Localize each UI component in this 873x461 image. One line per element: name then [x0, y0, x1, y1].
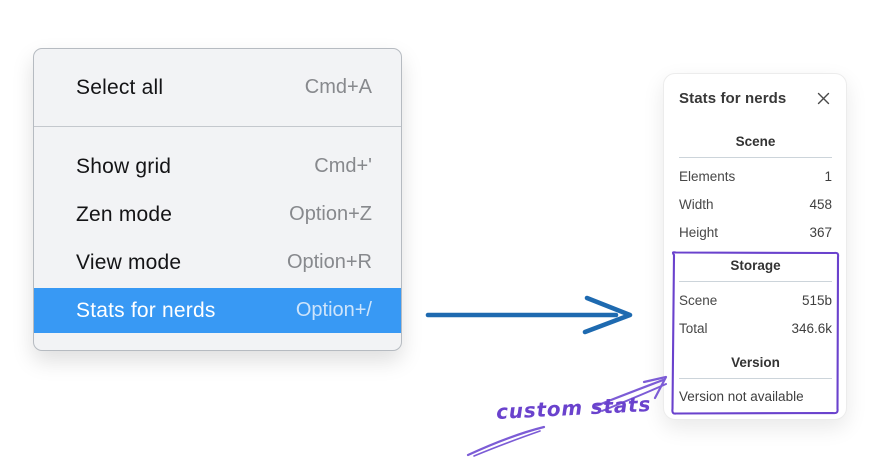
menu-item-stats-for-nerds[interactable]: Stats for nerds Option+/	[34, 288, 401, 333]
menu-item-select-all[interactable]: Select all Cmd+A	[34, 49, 401, 126]
stat-label: Total	[679, 321, 708, 336]
stat-value: 346.6k	[791, 321, 832, 336]
stat-label: Scene	[679, 293, 718, 308]
menu-item-shortcut: Cmd+'	[314, 155, 372, 177]
menu-item-show-grid[interactable]: Show grid Cmd+'	[34, 144, 401, 189]
stats-panel: Stats for nerds Scene Elements 1 Width 4…	[663, 73, 847, 420]
menu-item-label: Select all	[76, 75, 164, 99]
stat-value: 458	[809, 197, 832, 212]
stat-row-elements: Elements 1	[679, 163, 832, 191]
section-title-scene: Scene	[735, 134, 776, 149]
menu-divider	[34, 126, 401, 127]
menu-item-label: View mode	[76, 250, 182, 274]
version-message: Version not available	[679, 389, 804, 404]
stat-row-width: Width 458	[679, 191, 832, 219]
menu-item-label: Show grid	[76, 154, 172, 178]
menu-item-shortcut: Option+R	[286, 251, 372, 273]
menu-item-shortcut: Option+/	[295, 299, 372, 321]
menu-item-view-mode[interactable]: View mode Option+R	[34, 240, 401, 285]
stat-value: 1	[824, 169, 832, 184]
menu-group: Show grid Cmd+' Zen mode Option+Z View m…	[34, 127, 401, 336]
annotation-stroke	[466, 425, 546, 457]
menu-item-shortcut: Option+Z	[289, 203, 372, 225]
menu-item-label: Zen mode	[76, 202, 173, 226]
close-icon[interactable]	[814, 89, 832, 107]
stat-label: Height	[679, 225, 719, 240]
stat-row-scene-storage: Scene 515b	[679, 287, 832, 315]
menu-item-label: Stats for nerds	[76, 298, 216, 322]
stat-row-height: Height 367	[679, 219, 832, 247]
stat-value: 515b	[801, 293, 832, 308]
stats-panel-header: Stats for nerds	[679, 86, 832, 110]
stat-row-total-storage: Total 346.6k	[679, 315, 832, 343]
stats-panel-title: Stats for nerds	[679, 89, 787, 107]
annotation-label: custom stats	[495, 391, 652, 425]
section-divider	[679, 281, 832, 282]
menu-item-zen-mode[interactable]: Zen mode Option+Z	[34, 192, 401, 237]
menu-item-shortcut: Cmd+A	[304, 76, 372, 98]
section-title-version: Version	[731, 355, 780, 370]
section-divider	[679, 378, 832, 379]
stat-label: Width	[679, 197, 714, 212]
stat-label: Elements	[679, 169, 736, 184]
section-title-storage: Storage	[730, 258, 781, 273]
pointer-arrow	[425, 295, 633, 335]
context-menu: Select all Cmd+A Show grid Cmd+' Zen mod…	[33, 48, 402, 351]
section-divider	[679, 157, 832, 158]
stat-value: 367	[809, 225, 832, 240]
